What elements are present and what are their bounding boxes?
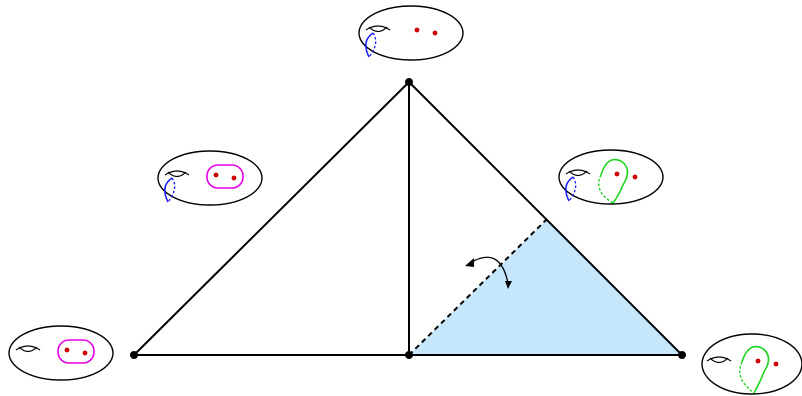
genus-one-surface-icon [701, 333, 802, 395]
surface-inset-upper-right [558, 149, 664, 205]
handle-upper-arc [365, 25, 391, 31]
green-curve-front [600, 158, 629, 204]
marked-point-icon [755, 358, 761, 364]
handle-lower-arc [368, 26, 388, 33]
genus-one-surface-icon [157, 150, 263, 206]
vertex-bottom-middle [405, 351, 413, 359]
magenta-curve [206, 164, 244, 189]
green-curve-back [598, 174, 614, 204]
surface-inset-upper-left [157, 150, 263, 206]
green-curve-front [741, 345, 770, 394]
handle-lower-arc [167, 171, 187, 178]
green-curve-back [739, 361, 755, 394]
genus-one-surface-icon [8, 325, 114, 381]
magenta-curve [57, 339, 95, 364]
shaded-region [409, 220, 682, 355]
vertex-top [405, 78, 413, 86]
blue-curve-back [568, 176, 577, 202]
vertex-bottom-left [130, 351, 138, 359]
blue-curve-back [167, 177, 176, 203]
handle-upper-arc [15, 345, 41, 351]
curved-double-arrow-icon [465, 256, 512, 289]
edge-right [408, 81, 683, 356]
marked-point-icon [64, 347, 70, 353]
blue-curve-front [565, 176, 574, 202]
marked-point-icon [432, 30, 438, 36]
marked-point-icon [614, 171, 620, 177]
handle-upper-arc [706, 356, 732, 362]
surface-inset-bottom-left [8, 325, 114, 381]
marked-point-icon [414, 27, 420, 33]
surface-inset-top [358, 5, 464, 61]
blue-curve-front [164, 177, 173, 203]
vertices [130, 78, 686, 359]
vertex-bottom-right [678, 351, 686, 359]
handle-lower-arc [568, 170, 588, 177]
marked-point-icon [231, 175, 237, 181]
marked-point-icon [213, 172, 219, 178]
surface-inset-bottom-right [701, 333, 802, 395]
handle-lower-arc [18, 346, 38, 353]
handle-upper-arc [164, 170, 190, 176]
genus-one-surface-icon [358, 5, 464, 61]
marked-point-icon [773, 361, 779, 367]
handle-upper-arc [565, 169, 591, 175]
marked-point-icon [632, 174, 638, 180]
blue-curve-back [368, 32, 377, 58]
genus-one-surface-icon [558, 149, 664, 205]
edge-left [133, 81, 410, 356]
blue-curve-front [365, 32, 374, 58]
marked-point-icon [82, 350, 88, 356]
handle-lower-arc [709, 357, 729, 364]
